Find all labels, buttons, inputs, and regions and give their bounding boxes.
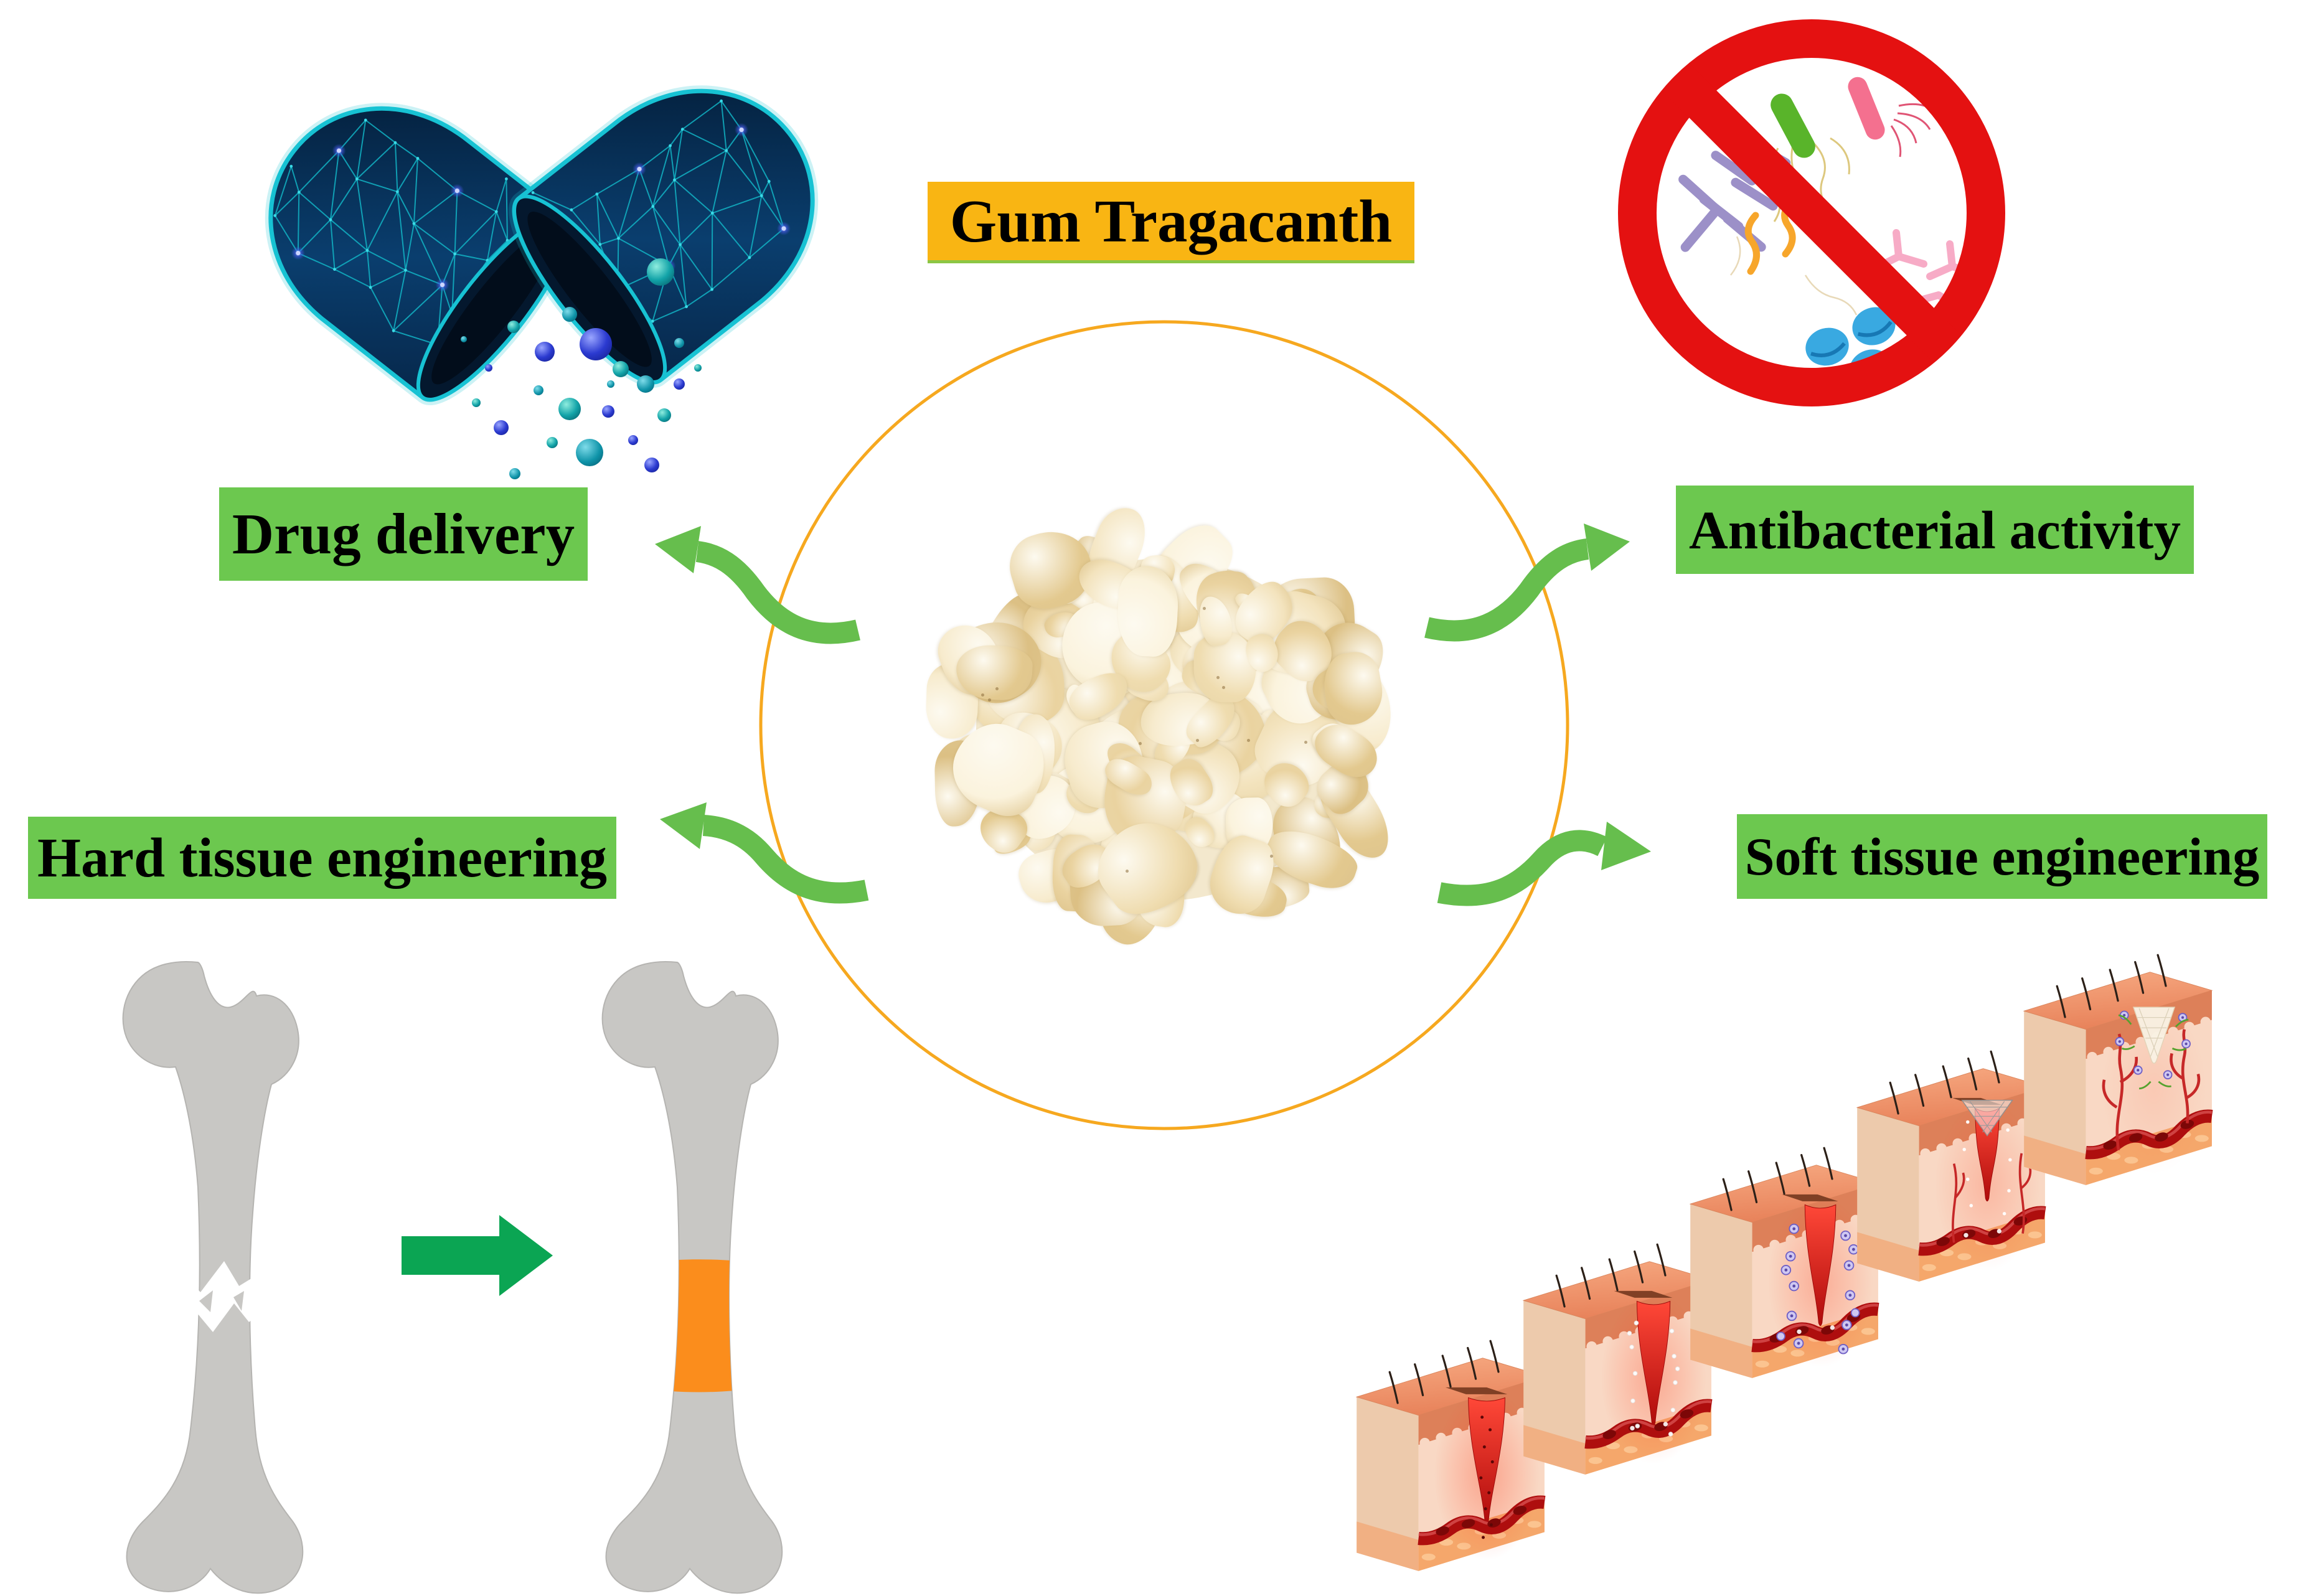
repaired-bone-icon [601, 960, 783, 1594]
skin-block-stage-3 [1689, 1147, 1879, 1378]
skin-block-stage-1 [1355, 1340, 1546, 1571]
arrow-to-drug-delivery-icon [655, 526, 860, 644]
connector-circle [759, 320, 1569, 1130]
fractured-bone-icon [122, 960, 304, 1594]
no-bacteria-icon [1618, 19, 2005, 406]
label-antibacterial-activity: Antibacterial activity [1676, 486, 2194, 574]
wound-healing-stages-icon [1355, 954, 2213, 1571]
label-soft-tissue-engineering: Soft tissue engineering [1737, 814, 2267, 899]
label-hard-tissue-engineering: Hard tissue engineering [28, 817, 616, 899]
skin-block-stage-2 [1522, 1243, 1713, 1475]
bone-repair-arrow-icon [402, 1215, 553, 1296]
arrow-to-antibacterial-icon [1424, 523, 1630, 642]
figure-title: Gum Tragacanth [928, 182, 1414, 263]
label-drug-delivery: Drug delivery [219, 487, 588, 581]
drug-capsule-icon [265, 85, 819, 479]
bone-repair-icon [122, 960, 783, 1594]
arrow-to-hard-tissue-icon [660, 802, 869, 904]
gum-tragacanth-photo [924, 500, 1401, 952]
skin-block-stage-5 [2023, 954, 2213, 1185]
arrow-to-soft-tissue-icon [1437, 822, 1651, 906]
skin-block-stage-4 [1856, 1050, 2046, 1282]
